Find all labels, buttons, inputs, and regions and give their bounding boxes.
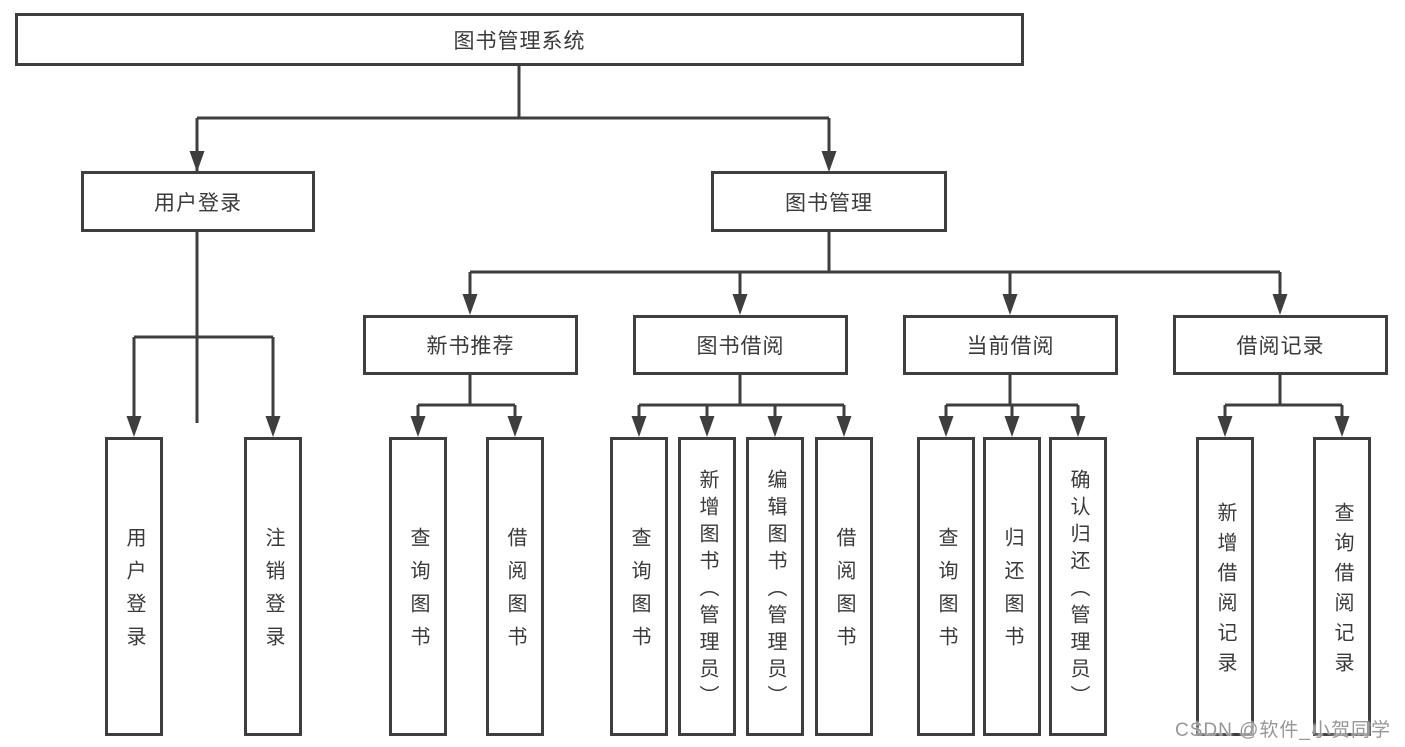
arrow-down-icon	[767, 416, 783, 437]
node-new-book-recommendation: 新书推荐	[363, 315, 578, 375]
leaf-label: 查询图书	[628, 527, 650, 659]
leaf-query-borrow-record: 查询借阅记录	[1313, 437, 1371, 736]
arrow-down-icon	[189, 151, 205, 172]
leaf-label: 编辑图书（管理员）	[764, 468, 786, 712]
leaf-borrow-books-borrowing: 借阅图书	[815, 437, 873, 736]
arrow-down-icon	[631, 416, 647, 437]
node-borrowing-records: 借阅记录	[1173, 315, 1388, 375]
leaf-query-books-current: 查询图书	[917, 437, 975, 736]
node-book-management: 图书管理	[711, 171, 947, 232]
leaf-add-borrow-record: 新增借阅记录	[1196, 437, 1254, 736]
leaf-borrow-books-recommend: 借阅图书	[486, 437, 544, 736]
csdn-watermark: CSDN @软件_小贺同学	[1175, 720, 1391, 741]
arrow-down-icon	[1334, 416, 1350, 437]
connector-new-book-branch	[410, 375, 523, 437]
leaf-label: 新增借阅记录	[1214, 501, 1236, 682]
connector-borrow-record-branch	[1217, 375, 1350, 437]
node-library-system: 图书管理系统	[15, 13, 1024, 66]
connector-user-login-branch	[126, 232, 281, 437]
leaf-user-login: 用户登录	[105, 437, 163, 736]
leaf-label: 借阅图书	[504, 527, 526, 659]
arrow-down-icon	[1217, 416, 1233, 437]
arrow-down-icon	[699, 416, 715, 437]
leaf-edit-book-admin: 编辑图书（管理员）	[746, 437, 804, 736]
connector-book-management-branch	[462, 232, 1288, 315]
leaf-label: 查询图书	[407, 527, 429, 659]
leaf-label: 查询借阅记录	[1331, 501, 1353, 682]
arrow-down-icon	[126, 416, 142, 437]
leaf-query-books-recommend: 查询图书	[389, 437, 447, 736]
arrow-down-icon	[507, 416, 523, 437]
leaf-label: 归还图书	[1001, 527, 1023, 659]
leaf-logout: 注销登录	[244, 437, 302, 736]
leaf-label: 注销登录	[262, 527, 284, 659]
node-user-login: 用户登录	[81, 171, 315, 232]
arrow-down-icon	[462, 294, 478, 315]
leaf-confirm-return-admin: 确认归还（管理员）	[1049, 437, 1107, 736]
arrow-down-icon	[410, 416, 426, 437]
arrow-down-icon	[1002, 294, 1018, 315]
leaf-label: 确认归还（管理员）	[1067, 468, 1089, 712]
node-book-borrowing: 图书借阅	[633, 315, 848, 375]
arrow-down-icon	[732, 294, 748, 315]
leaf-query-books-borrowing: 查询图书	[610, 437, 668, 736]
connector-root-to-level2	[189, 66, 837, 423]
leaf-return-books: 归还图书	[983, 437, 1041, 736]
connector-book-borrow-branch	[631, 375, 852, 437]
arrow-down-icon	[265, 416, 281, 437]
node-current-borrowing: 当前借阅	[903, 315, 1118, 375]
leaf-label: 用户登录	[123, 527, 145, 659]
leaf-add-book-admin: 新增图书（管理员）	[678, 437, 736, 736]
arrow-down-icon	[1070, 416, 1086, 437]
leaf-label: 新增图书（管理员）	[696, 468, 718, 712]
leaf-label: 借阅图书	[833, 527, 855, 659]
arrow-down-icon	[938, 416, 954, 437]
leaf-label: 查询图书	[935, 527, 957, 659]
arrow-down-icon	[1004, 416, 1020, 437]
arrow-down-icon	[1272, 294, 1288, 315]
connector-current-borrow-branch	[938, 375, 1086, 437]
arrow-down-icon	[836, 416, 852, 437]
arrow-down-icon	[821, 151, 837, 172]
